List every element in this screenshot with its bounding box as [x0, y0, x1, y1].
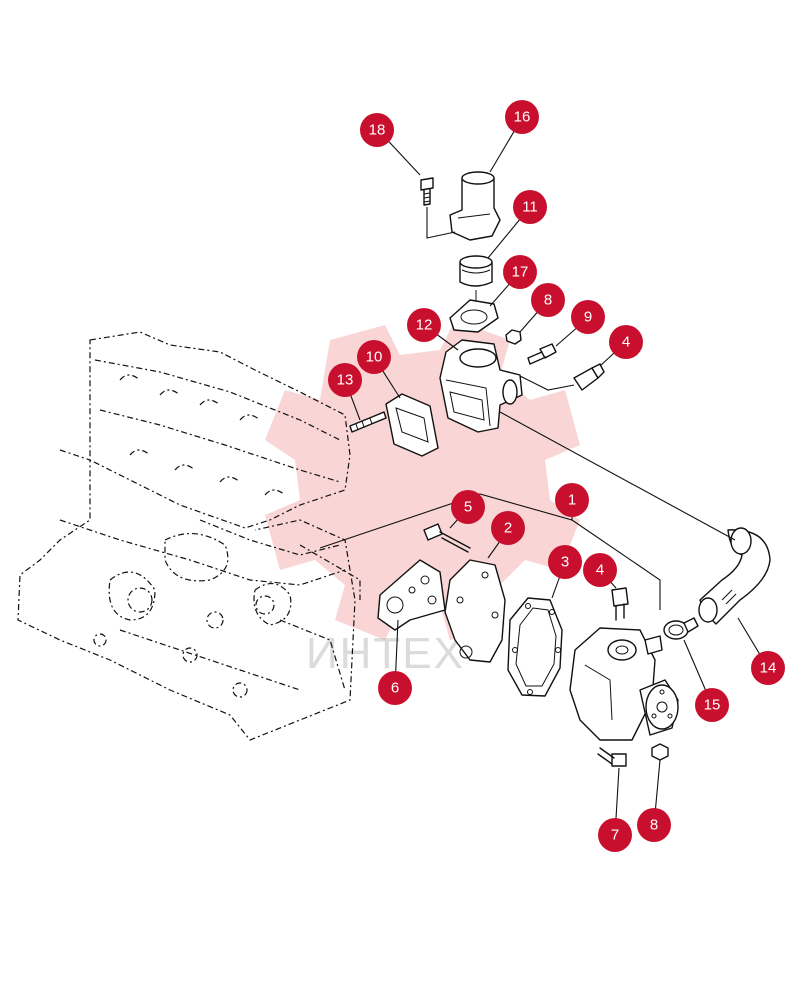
sensor-4-leader-line — [519, 375, 575, 391]
svg-text:3: 3 — [561, 554, 569, 571]
svg-text:8: 8 — [544, 292, 552, 309]
nut-8-lower — [651, 743, 669, 761]
callout-8-upper: 8 — [531, 283, 565, 317]
svg-text:13: 13 — [337, 372, 354, 389]
svg-text:1: 1 — [568, 492, 576, 509]
callout-7: 7 — [598, 818, 632, 852]
svg-text:7: 7 — [611, 827, 619, 844]
callout-1: 1 — [555, 483, 589, 517]
gasket-10 — [385, 393, 439, 457]
svg-text:2: 2 — [504, 520, 512, 537]
bolt-5 — [423, 523, 471, 553]
sensor-4-lower — [611, 587, 629, 621]
thermostat — [459, 255, 493, 287]
callout-17: 17 — [503, 255, 537, 289]
callout-4-upper: 4 — [609, 325, 643, 359]
callout-5: 5 — [451, 490, 485, 524]
nut-8-upper — [505, 329, 522, 345]
bolt-18-to-cover-line — [426, 207, 456, 239]
callout-14: 14 — [751, 651, 785, 685]
watermark-text: ИНТЕХ — [306, 629, 465, 678]
svg-text:4: 4 — [596, 562, 604, 579]
bracket-6 — [377, 559, 446, 631]
callout-16: 16 — [505, 100, 539, 134]
callout-11: 11 — [513, 190, 547, 224]
bolt-18 — [420, 177, 434, 206]
svg-text:15: 15 — [704, 697, 721, 714]
svg-text:5: 5 — [464, 499, 472, 516]
svg-text:9: 9 — [584, 309, 592, 326]
water-pump — [569, 627, 679, 741]
svg-text:17: 17 — [512, 264, 529, 281]
callout-8-lower: 8 — [637, 808, 671, 842]
svg-text:18: 18 — [369, 122, 386, 139]
callout-4-lower: 4 — [583, 553, 617, 587]
callout-12: 12 — [407, 308, 441, 342]
gasket-3 — [507, 597, 563, 697]
callout-18: 18 — [360, 113, 394, 147]
bolt-9 — [527, 343, 557, 365]
water-hose — [698, 527, 771, 625]
hose-alignment-line — [499, 411, 736, 541]
svg-text:14: 14 — [760, 660, 777, 677]
gasket-2 — [444, 559, 506, 663]
sensor-4-upper — [573, 363, 605, 391]
svg-text:10: 10 — [366, 349, 383, 366]
svg-text:12: 12 — [416, 317, 433, 334]
svg-text:4: 4 — [622, 334, 630, 351]
thermostat-housing — [439, 339, 523, 433]
callout-9: 9 — [571, 300, 605, 334]
thermostat-cover — [449, 171, 501, 241]
svg-text:6: 6 — [391, 680, 399, 697]
hose-clamp — [663, 617, 699, 640]
callout-10: 10 — [357, 340, 391, 374]
gasket-17 — [449, 299, 499, 333]
svg-text:11: 11 — [522, 199, 538, 216]
engine-block — [17, 331, 361, 741]
svg-text:16: 16 — [514, 109, 531, 126]
bolt-7 — [597, 747, 627, 767]
callout-2: 2 — [491, 511, 525, 545]
stud-13 — [349, 411, 387, 433]
svg-text:8: 8 — [650, 817, 658, 834]
callout-3: 3 — [548, 545, 582, 579]
callout-13: 13 — [328, 363, 362, 397]
callout-6: 6 — [378, 671, 412, 705]
callout-15: 15 — [695, 688, 729, 722]
